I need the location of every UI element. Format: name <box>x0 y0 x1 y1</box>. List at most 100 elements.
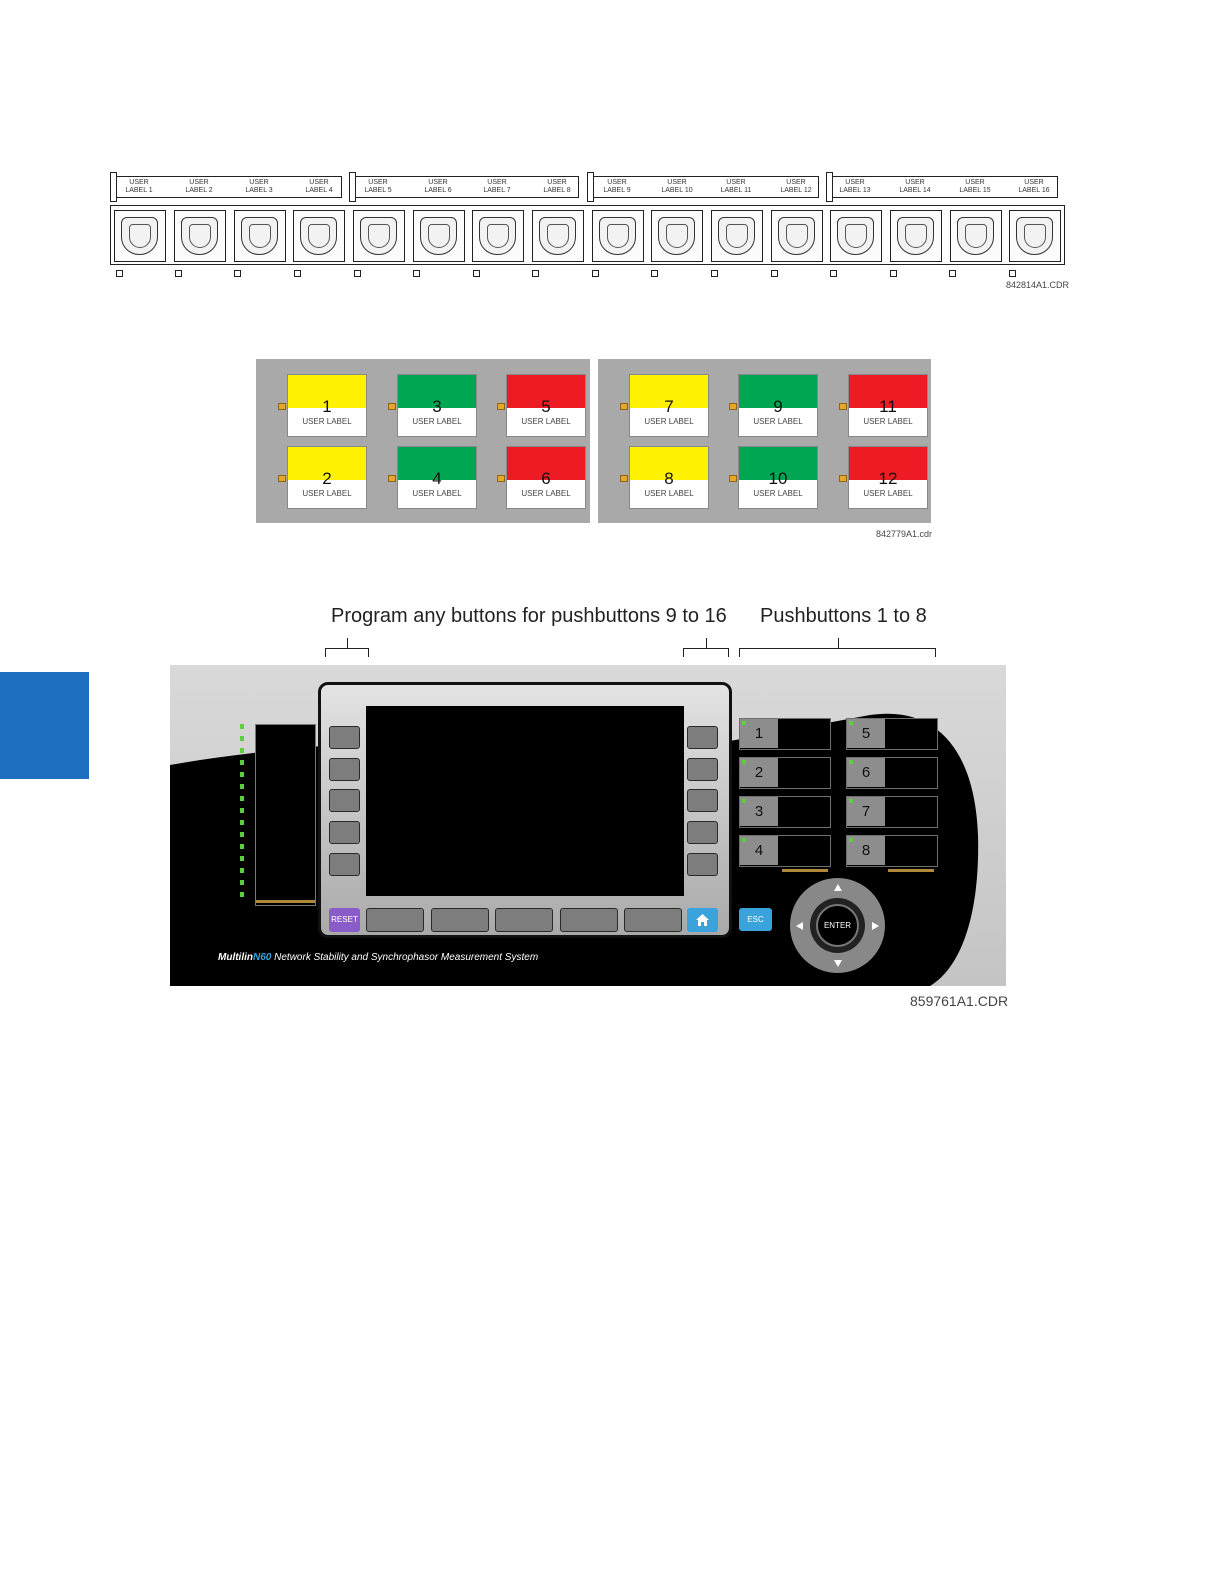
status-led <box>240 880 244 885</box>
status-led <box>240 724 244 729</box>
right-soft-key-4[interactable] <box>687 821 718 844</box>
pushbutton-number: 3 <box>432 397 442 416</box>
pushbutton-number: 11 <box>879 397 897 416</box>
user-pushbutton-12[interactable] <box>771 210 823 262</box>
user-pushbutton-7[interactable] <box>472 210 524 262</box>
reset-button[interactable]: RESET <box>329 908 360 932</box>
status-led <box>240 808 244 813</box>
pushbutton-color <box>398 375 476 408</box>
right-soft-key-1[interactable] <box>687 726 718 749</box>
pushbutton-1[interactable]: 1 <box>739 718 831 750</box>
pushbutton-led <box>497 475 505 482</box>
pushbutton-led <box>742 799 746 803</box>
bottom-soft-key-5[interactable] <box>624 908 682 932</box>
right-soft-key-5[interactable] <box>687 853 718 876</box>
home-button[interactable] <box>687 908 718 932</box>
pushbutton-number: 6 <box>541 469 551 488</box>
pushbutton-2[interactable]: 2 <box>739 757 831 789</box>
down-arrow-icon[interactable] <box>834 960 842 967</box>
pushbutton-6[interactable]: 6 <box>846 757 938 789</box>
right-arrow-icon[interactable] <box>872 922 879 930</box>
escape-button[interactable]: ESC <box>739 908 772 931</box>
left-soft-key-5[interactable] <box>329 853 360 876</box>
bracket <box>739 638 936 657</box>
figure-code: 842779A1.cdr <box>876 529 933 539</box>
user-pushbutton-11[interactable] <box>711 210 763 262</box>
up-arrow-icon[interactable] <box>834 884 842 891</box>
left-arrow-icon[interactable] <box>796 922 803 930</box>
user-pushbutton-4[interactable] <box>293 210 345 262</box>
user-pushbutton-10[interactable] <box>651 210 703 262</box>
bracket <box>325 638 369 657</box>
user-pushbutton-13[interactable] <box>830 210 882 262</box>
left-soft-key-2[interactable] <box>329 758 360 781</box>
pushbutton-user-label: USER LABEL <box>644 417 694 426</box>
bottom-soft-key-1[interactable] <box>366 908 424 932</box>
bottom-soft-key-2[interactable] <box>431 908 489 932</box>
pushbutton-user-label: USER LABEL <box>521 489 571 498</box>
pushbutton-4[interactable]: 4 <box>739 835 831 867</box>
pushbutton-user-label: USER LABEL <box>753 417 803 426</box>
user-pushbutton-9[interactable] <box>592 210 644 262</box>
pushbutton-3[interactable]: 3 <box>739 796 831 828</box>
label-strip <box>355 176 579 198</box>
pushbutton-color <box>739 375 817 408</box>
pushbutton-user-label: USER LABEL <box>863 489 913 498</box>
bottom-soft-key-3[interactable] <box>495 908 553 932</box>
enter-button[interactable]: ENTER <box>816 904 859 947</box>
lcd-screen <box>366 706 684 896</box>
user-pushbutton-8[interactable] <box>532 210 584 262</box>
pushbutton-color <box>288 447 366 480</box>
right-soft-key-2[interactable] <box>687 758 718 781</box>
pushbutton-led <box>949 270 956 277</box>
pushbutton-8[interactable]: 8 <box>846 835 938 867</box>
pushbutton-led <box>413 270 420 277</box>
user-pushbutton-6[interactable] <box>413 210 465 262</box>
left-soft-key-4[interactable] <box>329 821 360 844</box>
right-soft-key-3[interactable] <box>687 789 718 812</box>
user-pushbutton-15[interactable] <box>950 210 1002 262</box>
status-led-panel <box>255 724 316 906</box>
pushbutton-5[interactable]: 5 <box>846 718 938 750</box>
brand-name: Multilin <box>218 952 253 963</box>
pushbutton-7[interactable]: 7 <box>846 796 938 828</box>
left-soft-key-3[interactable] <box>329 789 360 812</box>
pushbutton-number: 4 <box>754 842 764 859</box>
user-pushbutton-14[interactable] <box>890 210 942 262</box>
user-pushbutton-5[interactable] <box>353 210 405 262</box>
bottom-soft-key-4[interactable] <box>560 908 618 932</box>
figure-code: 842814A1.CDR <box>1006 280 1070 290</box>
status-led <box>240 844 244 849</box>
annotation-pushbuttons-1-8: Pushbuttons 1 to 8 <box>760 605 927 627</box>
pushbutton-number: 1 <box>322 397 332 416</box>
user-pushbutton-2[interactable] <box>174 210 226 262</box>
left-soft-key-1[interactable] <box>329 726 360 749</box>
user-pushbutton-1[interactable] <box>114 210 166 262</box>
status-led <box>240 736 244 741</box>
pushbutton-number: 9 <box>773 397 783 416</box>
pushbutton-led <box>839 403 847 410</box>
pushbutton-led <box>388 475 396 482</box>
pushbutton-led <box>849 799 853 803</box>
user-pushbutton-3[interactable] <box>234 210 286 262</box>
user-pushbutton-16[interactable] <box>1009 210 1061 262</box>
status-led <box>240 760 244 765</box>
product-name: MultilinN60 Network Stability and Synchr… <box>218 952 538 963</box>
